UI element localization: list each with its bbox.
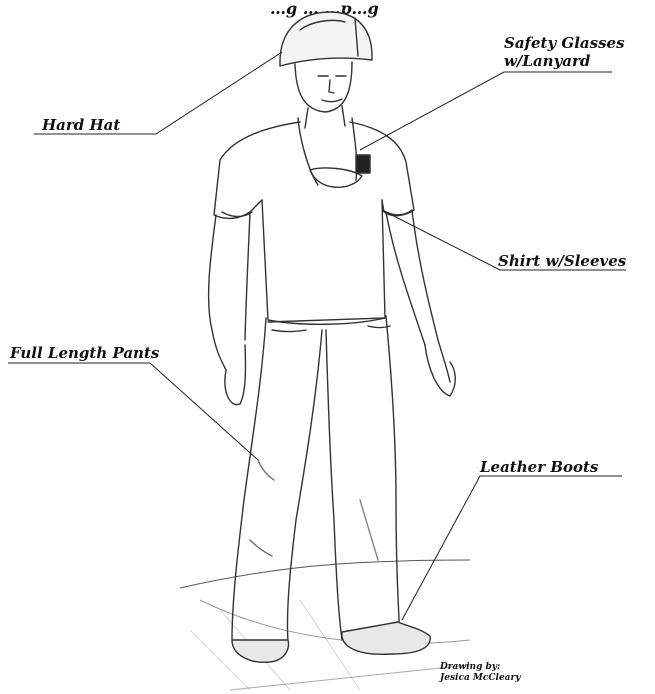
safety-glasses-leader — [360, 72, 612, 150]
credit-line-2: Jesica McCleary — [440, 673, 520, 684]
safety-glasses-label-line2: w/Lanyard — [504, 52, 590, 70]
shirt-label: Shirt w/Sleeves — [498, 252, 626, 270]
boots-label: Leather Boots — [480, 458, 598, 476]
leader-lines — [8, 52, 626, 620]
safety-glasses-label-line1: Safety Glasses — [504, 34, 625, 52]
credit-line-1: Drawing by: — [440, 662, 520, 673]
left-boot-shape — [232, 640, 288, 662]
ground-shadow — [180, 560, 470, 690]
right-boot-shape — [342, 622, 430, 654]
pants-leader — [8, 363, 258, 460]
pants-label: Full Length Pants — [10, 344, 159, 362]
drawing-credit: Drawing by: Jesica McCleary — [440, 662, 520, 684]
boots-leader — [402, 476, 622, 620]
hard-hat-label: Hard Hat — [42, 116, 120, 134]
